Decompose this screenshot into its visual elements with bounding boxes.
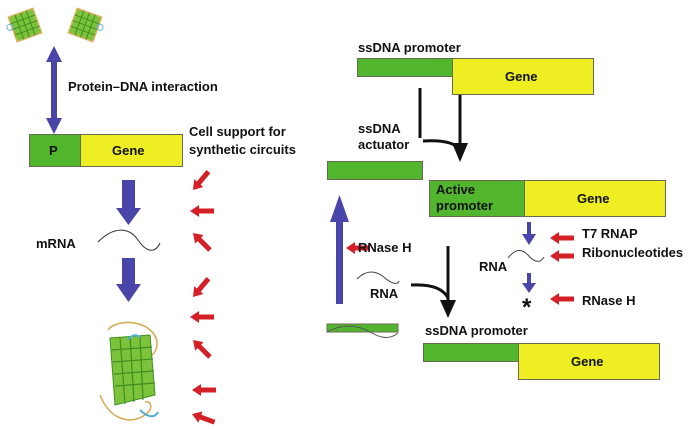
- rna-wave-icon: [356, 271, 400, 284]
- rna-left-label: RNA: [370, 286, 399, 301]
- top-ssdna-promoter-label: ssDNA promoter: [358, 40, 461, 55]
- red-arrow-icon: [188, 167, 214, 194]
- ribonucleotides-label: Ribonucleotides: [582, 245, 684, 260]
- down-arrow-icon: [116, 180, 141, 225]
- bottom-gene-label: Gene: [571, 354, 604, 369]
- active-gene-box: Gene: [524, 180, 666, 217]
- rnase-h-left-label: RNase H: [358, 240, 412, 255]
- promoter-box: P: [29, 134, 81, 167]
- red-arrow-icon: [550, 250, 574, 262]
- ssdna-actuator-strand: [327, 161, 423, 180]
- active-gene-label: Gene: [577, 191, 610, 206]
- bottom-promoter-strand: [423, 343, 520, 362]
- protein-dimer-icon: [6, 7, 104, 43]
- promoter-label: P: [49, 143, 58, 158]
- rnase-h-right-label: RNase H: [582, 293, 636, 308]
- down-arrow-icon: [116, 258, 141, 302]
- rna-mid-label: RNA: [479, 259, 508, 274]
- red-arrow-icon: [189, 408, 217, 428]
- red-arrow-icon: [188, 335, 215, 362]
- top-gene-label: Gene: [505, 69, 538, 84]
- bottom-gene-box: Gene: [518, 343, 660, 380]
- mrna-wave-icon: [97, 229, 161, 251]
- bottom-ssdna-promoter-label: ssDNA promoter: [425, 323, 528, 338]
- up-arrow-icon: [330, 195, 349, 304]
- down-arrow-icon: [522, 222, 536, 245]
- degraded-rna-asterisk: *: [522, 294, 532, 321]
- red-arrow-icon: [550, 232, 574, 244]
- active-promoter-label-line2: promoter: [436, 198, 494, 213]
- red-arrow-icon: [188, 228, 215, 255]
- t7-rnap-label: T7 RNAP: [582, 226, 638, 241]
- top-gene-box: Gene: [452, 58, 594, 95]
- ssdna-actuator-label-line1: ssDNA: [358, 121, 401, 136]
- active-promoter-box: Active promoter: [429, 180, 525, 217]
- cell-support-label-line1: Cell support for: [189, 124, 286, 139]
- gene-label: Gene: [112, 143, 145, 158]
- cell-support-label-line2: synthetic circuits: [189, 142, 296, 157]
- red-arrow-icon: [188, 274, 214, 301]
- hybrid-strand-icon: [326, 323, 399, 338]
- red-arrow-icon: [190, 205, 214, 217]
- protein-dna-interaction-label: Protein–DNA interaction: [68, 79, 218, 94]
- active-promoter-label-line1: Active: [436, 182, 476, 197]
- gfp-protein-icon: [99, 321, 159, 421]
- top-promoter-strand: [357, 58, 454, 77]
- down-arrow-icon: [522, 273, 536, 293]
- red-arrow-icon: [192, 384, 216, 396]
- rna-wave-icon: [507, 250, 545, 262]
- curved-arrow-icon: [410, 246, 456, 318]
- gene-box: Gene: [80, 134, 183, 167]
- ssdna-actuator-label-line2: actuator: [358, 137, 410, 152]
- red-arrow-icon: [550, 293, 574, 305]
- mrna-label: mRNA: [36, 236, 76, 251]
- red-arrow-icon: [190, 311, 214, 323]
- double-arrow-icon: [46, 46, 62, 134]
- curved-arrow-icon: [418, 88, 422, 138]
